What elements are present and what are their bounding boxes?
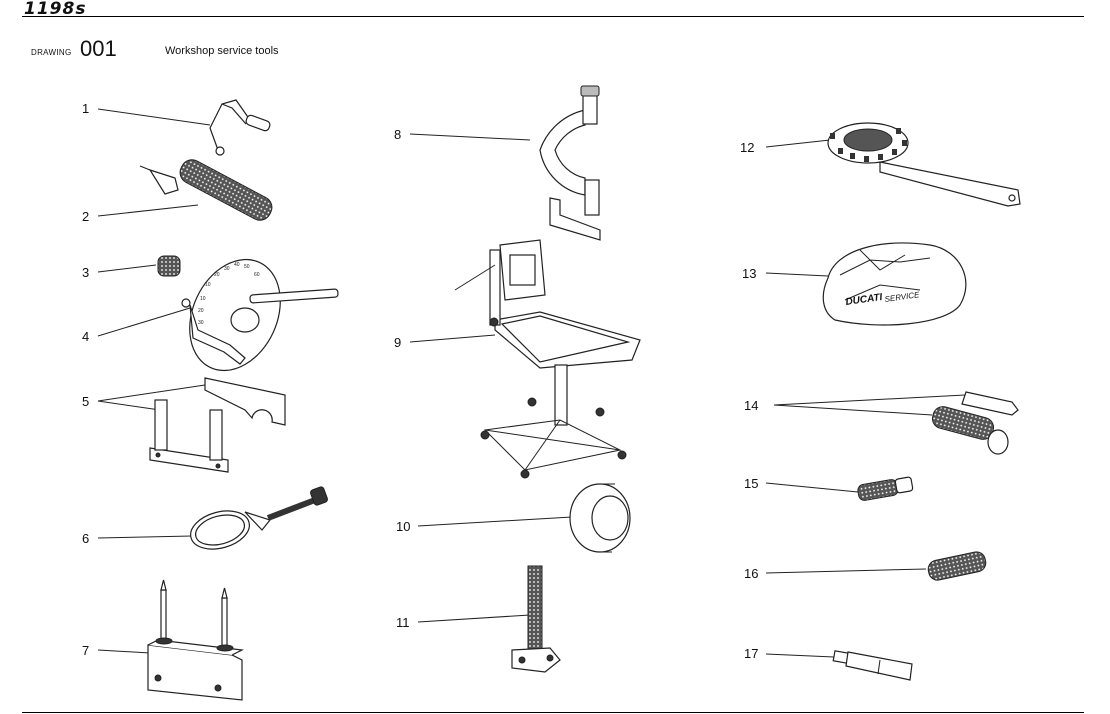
callout-13: 13 bbox=[742, 266, 756, 281]
callout-2: 2 bbox=[82, 209, 89, 224]
tool-5-piston-gauge-set bbox=[97, 377, 286, 473]
drawing-title: Workshop service tools bbox=[165, 45, 279, 57]
callout-7: 7 bbox=[82, 643, 89, 658]
callout-16: 16 bbox=[744, 566, 758, 581]
callout-4: 4 bbox=[82, 329, 89, 344]
callout-1: 1 bbox=[82, 101, 89, 116]
tool-2-knurled-handle bbox=[97, 159, 273, 221]
tool-10-ring bbox=[417, 483, 631, 553]
callout-6: 6 bbox=[82, 531, 89, 546]
callout-17: 17 bbox=[744, 646, 758, 661]
tool-15-knurled-adapter bbox=[765, 476, 914, 501]
callout-9: 9 bbox=[394, 335, 401, 350]
tool-1-hook-wrench bbox=[97, 99, 271, 156]
callout-15: 15 bbox=[744, 476, 758, 491]
tool-14-handle-pair bbox=[773, 391, 1019, 455]
tool-13-service-cover: DUCATI SERVICE bbox=[765, 242, 967, 326]
tool-11-threaded-bolt bbox=[417, 565, 561, 673]
drawing-label: DRAWING bbox=[31, 48, 72, 57]
cover-brand-text: DUCATI bbox=[845, 292, 883, 308]
callout-11: 11 bbox=[396, 615, 410, 630]
tool-6-strap-wrench bbox=[97, 486, 328, 550]
callout-12: 12 bbox=[740, 140, 754, 155]
callout-3: 3 bbox=[82, 265, 89, 280]
tool-8-c-clamp bbox=[409, 85, 601, 241]
tool-12-ring-spanner bbox=[765, 122, 1021, 207]
callout-10: 10 bbox=[396, 519, 410, 534]
protractor-mark-1: 10 bbox=[205, 282, 211, 288]
tool-16-knurled-grip bbox=[765, 551, 987, 581]
tool-4-degree-wheel: 10 20 30 40 50 60 10 20 30 bbox=[97, 258, 339, 372]
tool-7-alignment-fixture bbox=[97, 579, 245, 701]
protractor-mark-8: 20 bbox=[198, 308, 204, 314]
protractor-mark-9: 30 bbox=[198, 320, 204, 326]
tool-9-engine-stand bbox=[409, 239, 641, 479]
protractor-mark-2: 20 bbox=[214, 272, 220, 278]
protractor-mark-3: 30 bbox=[224, 266, 230, 272]
header-divider bbox=[22, 16, 1084, 17]
callout-5: 5 bbox=[82, 394, 89, 409]
protractor-mark-6: 60 bbox=[254, 272, 260, 278]
footer-divider bbox=[22, 712, 1084, 713]
drawing-number: 001 bbox=[80, 36, 117, 61]
protractor-mark-4: 40 bbox=[234, 262, 240, 268]
callout-14: 14 bbox=[744, 398, 758, 413]
model-logo: 1198s bbox=[24, 0, 87, 19]
tool-3-knurled-nut bbox=[97, 255, 181, 277]
callout-8: 8 bbox=[394, 127, 401, 142]
protractor-mark-5: 50 bbox=[244, 264, 250, 270]
tool-17-grease-tube bbox=[765, 650, 913, 681]
protractor-mark-7: 10 bbox=[200, 296, 206, 302]
